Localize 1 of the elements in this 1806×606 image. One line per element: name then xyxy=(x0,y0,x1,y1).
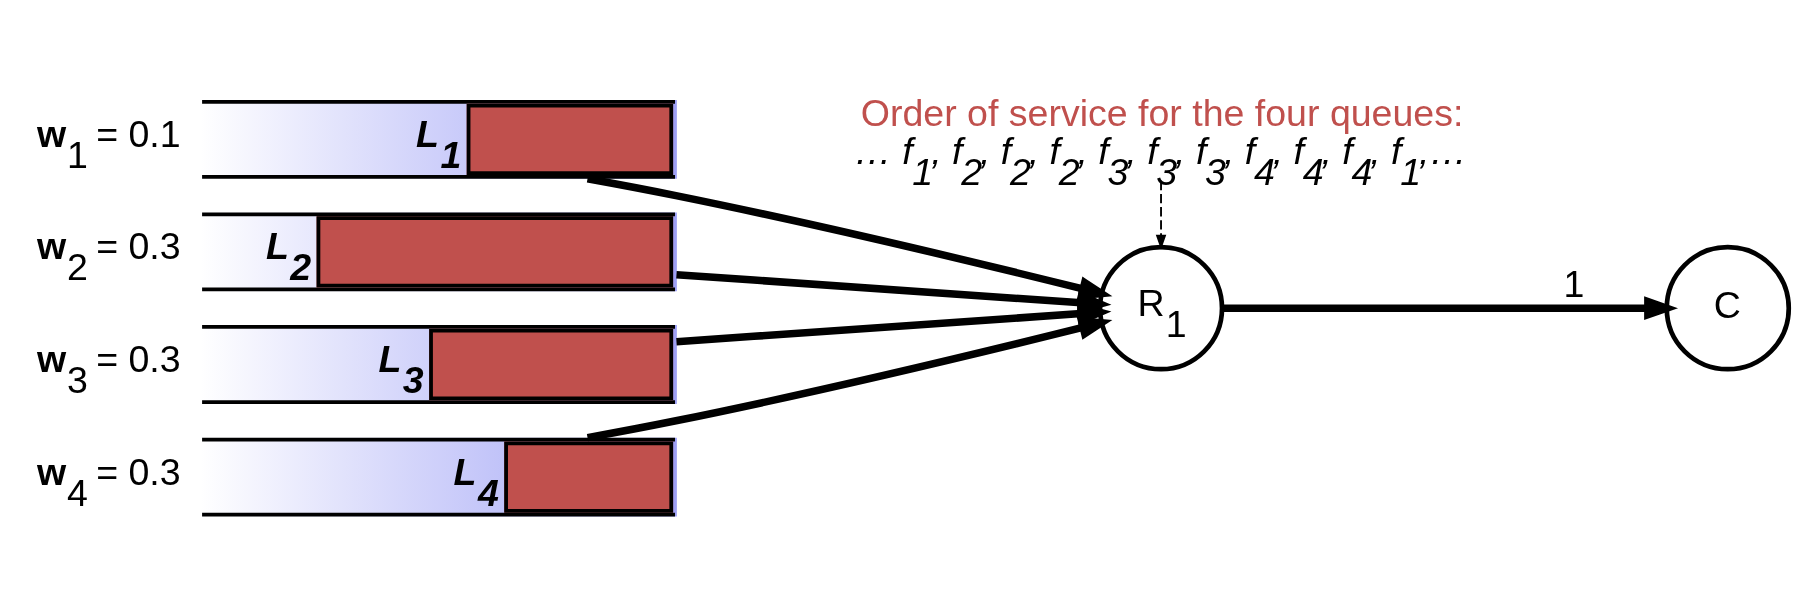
edge-label: 1 xyxy=(1563,262,1585,305)
